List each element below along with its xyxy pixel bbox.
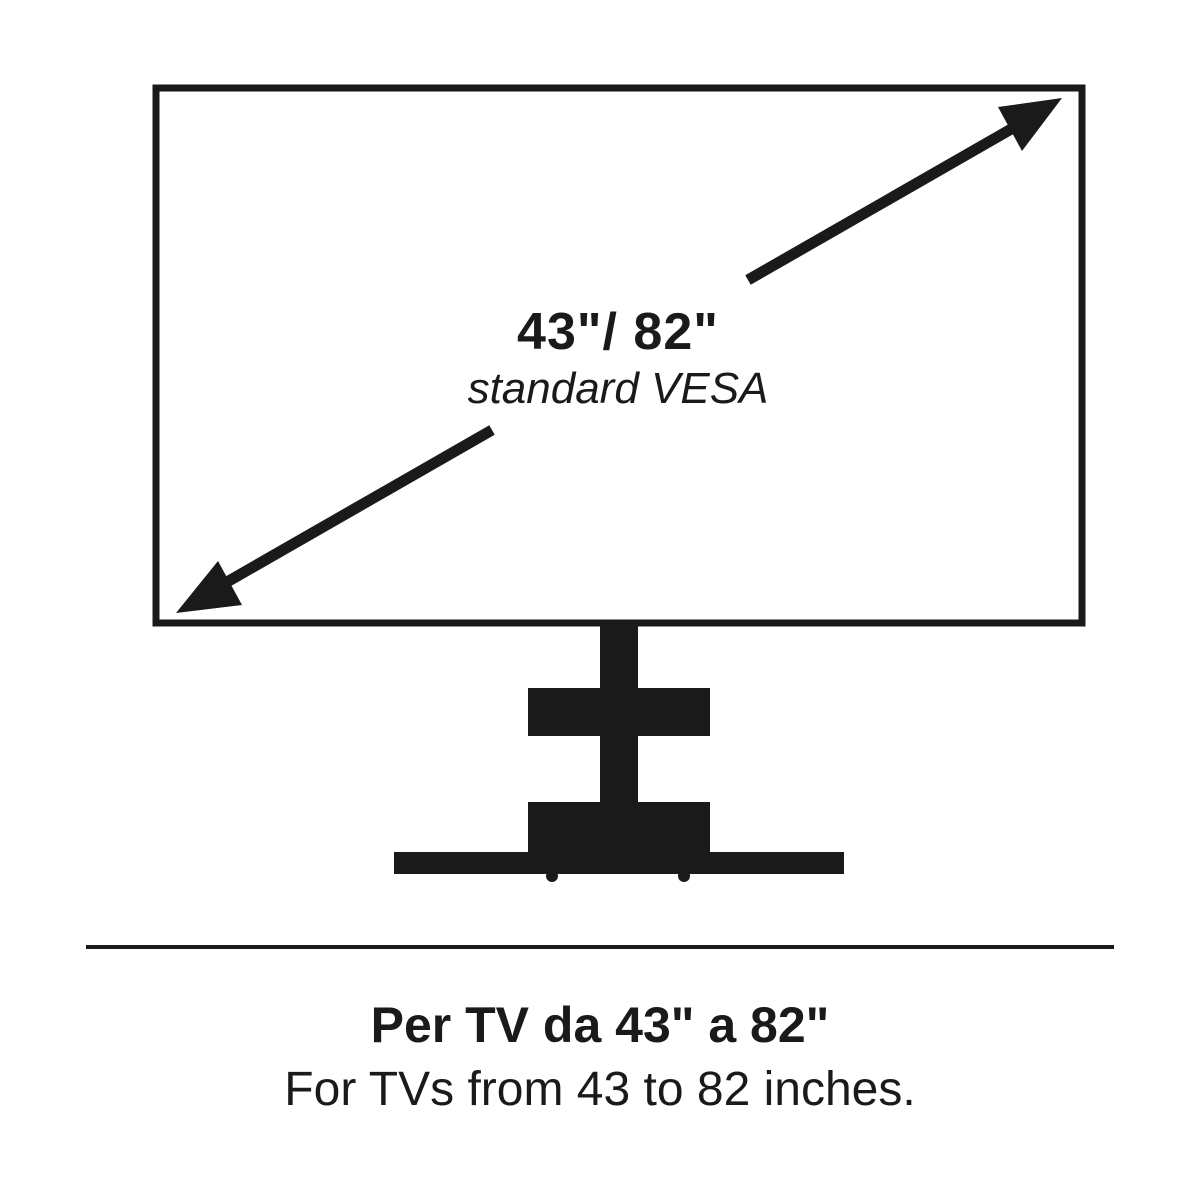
arrowhead-top-right [998,98,1062,151]
stand-wheel-left [546,870,558,882]
caption-italian: Per TV da 43" a 82" [370,997,830,1053]
caption-english: For TVs from 43 to 82 inches. [284,1063,916,1116]
stand-wheel-right [678,870,690,882]
diagonal-arrow-lower-line [217,425,495,591]
stand-base [394,852,844,874]
vesa-label: standard VESA [467,364,769,413]
stand-upper-shelf [528,688,710,736]
diagonal-arrow-upper-line [745,119,1023,285]
screen-size-label: 43"/ 82" [517,303,719,361]
tv-screen-outline [152,84,1086,627]
arrowhead-bottom-left [176,561,242,613]
